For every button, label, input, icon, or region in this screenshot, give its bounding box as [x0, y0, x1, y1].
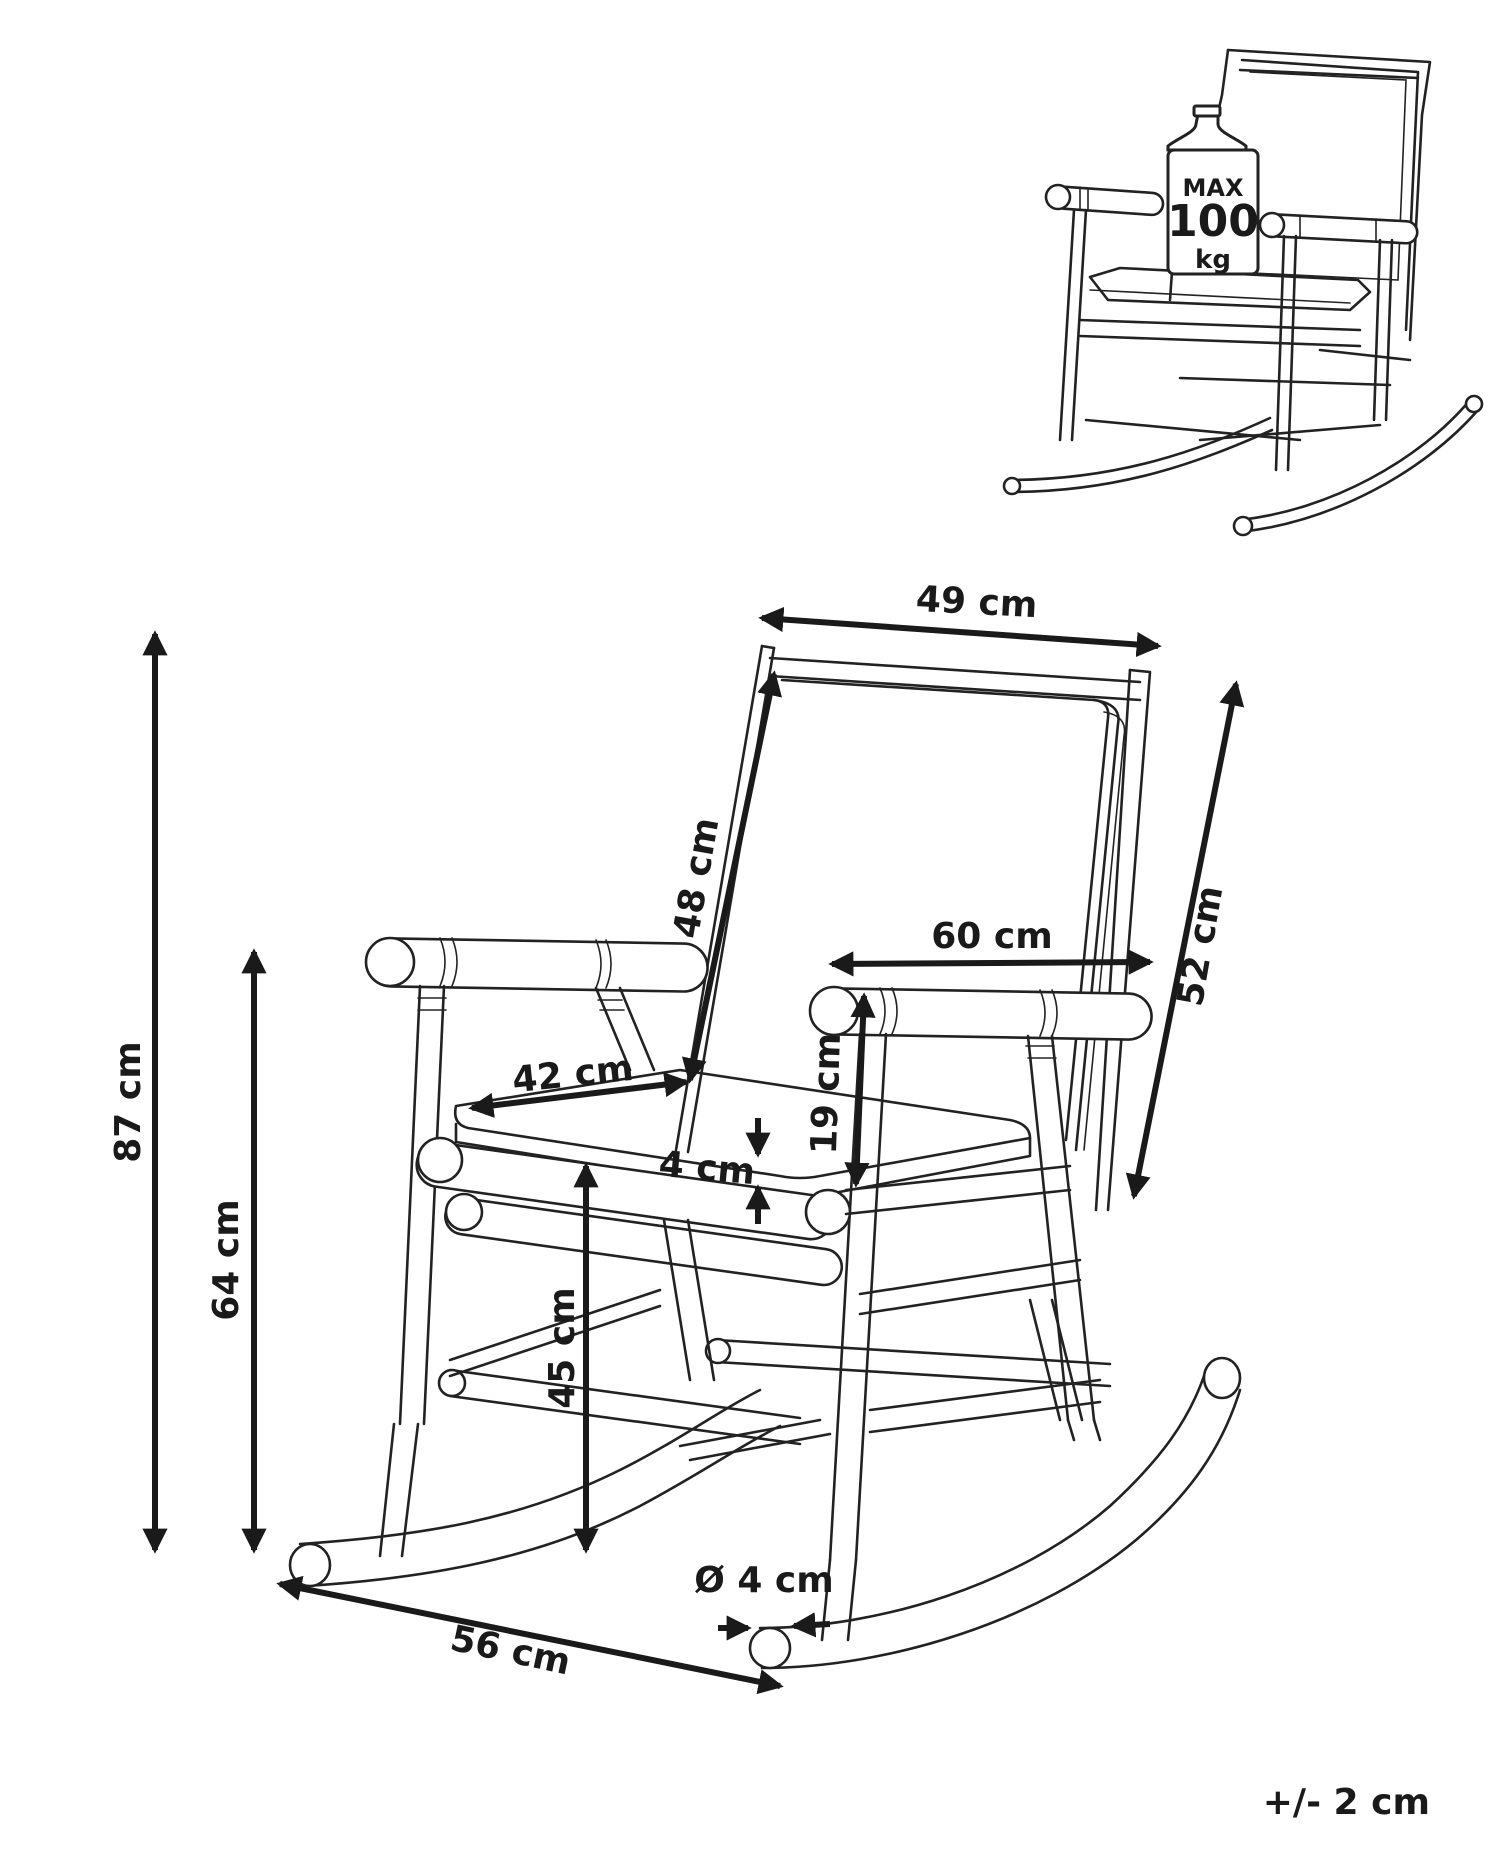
label-64cm: 64 cm — [206, 1199, 247, 1320]
label-56cm: 56 cm — [447, 1618, 574, 1683]
label-52cm: 52 cm — [1170, 883, 1231, 1010]
arrow-49cm — [758, 606, 1162, 658]
label-60cm: 60 cm — [931, 916, 1052, 957]
label-45cm: 45 cm — [542, 1287, 583, 1408]
dimension-arrows — [142, 606, 1245, 1695]
arrow-42cm — [468, 1072, 690, 1118]
label-4cm: 4 cm — [657, 1144, 757, 1193]
max-load-line3: kg — [1195, 245, 1231, 275]
tolerance-note: +/- 2 cm — [1262, 1782, 1430, 1823]
label-diameter: Ø 4 cm — [694, 1560, 834, 1601]
arrow-52cm — [1125, 680, 1245, 1200]
label-49cm: 49 cm — [915, 579, 1038, 626]
arrow-19cm — [844, 992, 876, 1188]
arrow-48cm — [682, 670, 782, 1084]
arrow-diameter-right — [790, 1612, 831, 1638]
arrow-56cm — [276, 1575, 784, 1695]
bottle-icon — [1166, 112, 1248, 152]
arrow-60cm — [828, 949, 1154, 977]
label-19cm: 19 cm — [804, 1032, 849, 1155]
label-48cm: 48 cm — [666, 815, 727, 942]
main-chair — [288, 644, 1242, 1670]
dimension-labels: 49 cm 48 cm 52 cm 60 cm 42 cm 4 cm 19 cm… — [108, 579, 1231, 1684]
max-load-badge: MAX 100 kg — [1166, 104, 1260, 276]
weight-body — [1166, 148, 1260, 276]
max-load-line2: 100 — [1167, 196, 1259, 247]
max-load-line1: MAX — [1183, 174, 1244, 202]
thumbnail-chair — [1002, 48, 1484, 537]
label-87cm: 87 cm — [108, 1041, 149, 1162]
